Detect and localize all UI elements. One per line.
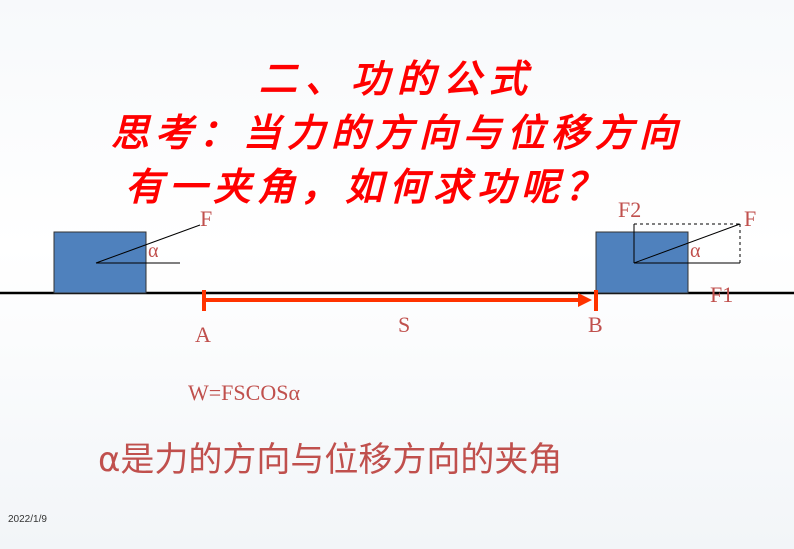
displacement-arrow-head bbox=[578, 293, 592, 307]
question-line-2: 有一夹角，如何求功呢？ bbox=[124, 165, 609, 209]
work-formula: W=FSCOSα bbox=[188, 380, 300, 405]
right-force-label: F bbox=[744, 206, 757, 231]
right-f1-label: F1 bbox=[710, 282, 734, 307]
section-title: 二、功的公式 bbox=[258, 57, 535, 101]
left-angle-label: α bbox=[148, 240, 159, 262]
displacement-label: S bbox=[398, 312, 411, 337]
question-line-1: 思考：当力的方向与位移方向 bbox=[110, 111, 683, 155]
left-force-line bbox=[95, 224, 201, 264]
angle-note: α是力的方向与位移方向的夹角 bbox=[98, 440, 563, 480]
right-angle-label: α bbox=[690, 240, 701, 262]
slide-date: 2022/1/9 bbox=[8, 514, 47, 525]
point-b-label: B bbox=[588, 312, 603, 337]
left-force-label: F bbox=[200, 206, 213, 231]
right-force-line bbox=[633, 223, 741, 264]
right-f2-label: F2 bbox=[618, 197, 642, 222]
point-a-label: A bbox=[195, 322, 211, 347]
